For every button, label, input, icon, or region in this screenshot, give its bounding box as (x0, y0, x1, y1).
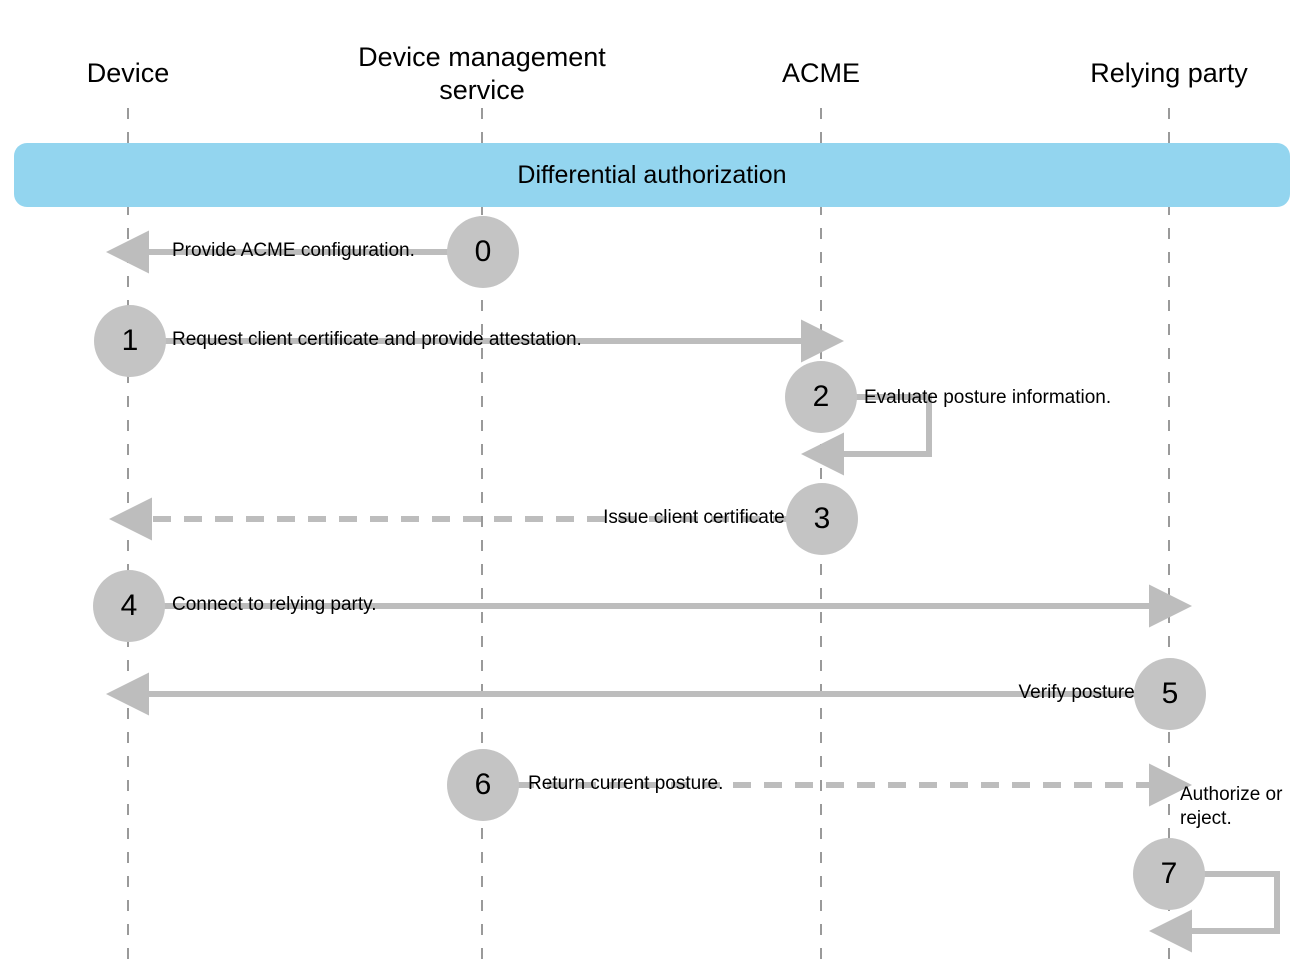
msg-label-step-3-text: Issue client certificate. (603, 507, 790, 528)
step-circle-6[interactable]: 6 (447, 749, 519, 821)
msg-label-step-0-text: Provide ACME configuration. (172, 240, 415, 261)
msg-label-step-1-text: Request client certificate and provide a… (172, 329, 582, 350)
msg-label-step-4-text: Connect to relying party. (172, 594, 377, 615)
lane-header-device-label: Device (86, 58, 170, 88)
step-circle-3[interactable]: 3 (786, 483, 858, 555)
msg-label-step-2-text: Evaluate posture information. (864, 387, 1112, 408)
step-circle-7-number: 7 (1160, 857, 1178, 890)
step-circle-1[interactable]: 1 (94, 305, 166, 377)
lane-header-device: Device (28, 24, 228, 90)
step-circle-2-number: 2 (812, 380, 830, 413)
step-circle-5[interactable]: 5 (1134, 658, 1206, 730)
msg-label-step-1: Request client certificate and provide a… (172, 304, 732, 352)
arrow-step-7 (1149, 871, 1280, 953)
msg-label-authorize-or-reject: Authorize or reject. (1180, 759, 1303, 831)
step-circle-1-number: 1 (121, 324, 139, 357)
step-circle-0[interactable]: 0 (447, 216, 519, 288)
step-circle-6-number: 6 (474, 768, 492, 801)
msg-label-step-2: Evaluate posture information. (864, 362, 1264, 410)
lane-header-dms: Device management service (332, 8, 632, 107)
msg-label-step-6: Return current posture. (528, 748, 928, 796)
step-circle-5-number: 5 (1161, 677, 1179, 710)
lane-header-dms-label: Device management service (358, 42, 606, 105)
msg-label-step-3: Issue client certificate. (450, 482, 790, 530)
lane-header-rp-label: Relying party (1090, 58, 1248, 88)
lane-header-acme-label: ACME (781, 58, 860, 88)
phase-banner-label: Differential authorization (517, 160, 787, 189)
step-circle-0-number: 0 (474, 235, 492, 268)
step-circle-2[interactable]: 2 (785, 361, 857, 433)
step-circle-4-number: 4 (120, 589, 138, 622)
msg-label-authorize-or-reject-text: Authorize or reject. (1180, 784, 1283, 829)
arrow-step-2 (801, 394, 932, 476)
lane-header-acme: ACME (721, 24, 921, 90)
msg-label-step-0: Provide ACME configuration. (172, 215, 502, 263)
step-circle-4[interactable]: 4 (93, 570, 165, 642)
msg-label-step-5-text: Verify posture. (1018, 682, 1140, 703)
step-circle-3-number: 3 (813, 502, 831, 535)
msg-label-step-6-text: Return current posture. (528, 773, 724, 794)
lane-header-rp: Relying party (1029, 24, 1303, 90)
msg-label-step-5: Verify posture. (800, 657, 1140, 705)
msg-label-step-4: Connect to relying party. (172, 569, 592, 617)
step-circle-7[interactable]: 7 (1133, 838, 1205, 910)
phase-banner: Differential authorization (14, 143, 1290, 207)
